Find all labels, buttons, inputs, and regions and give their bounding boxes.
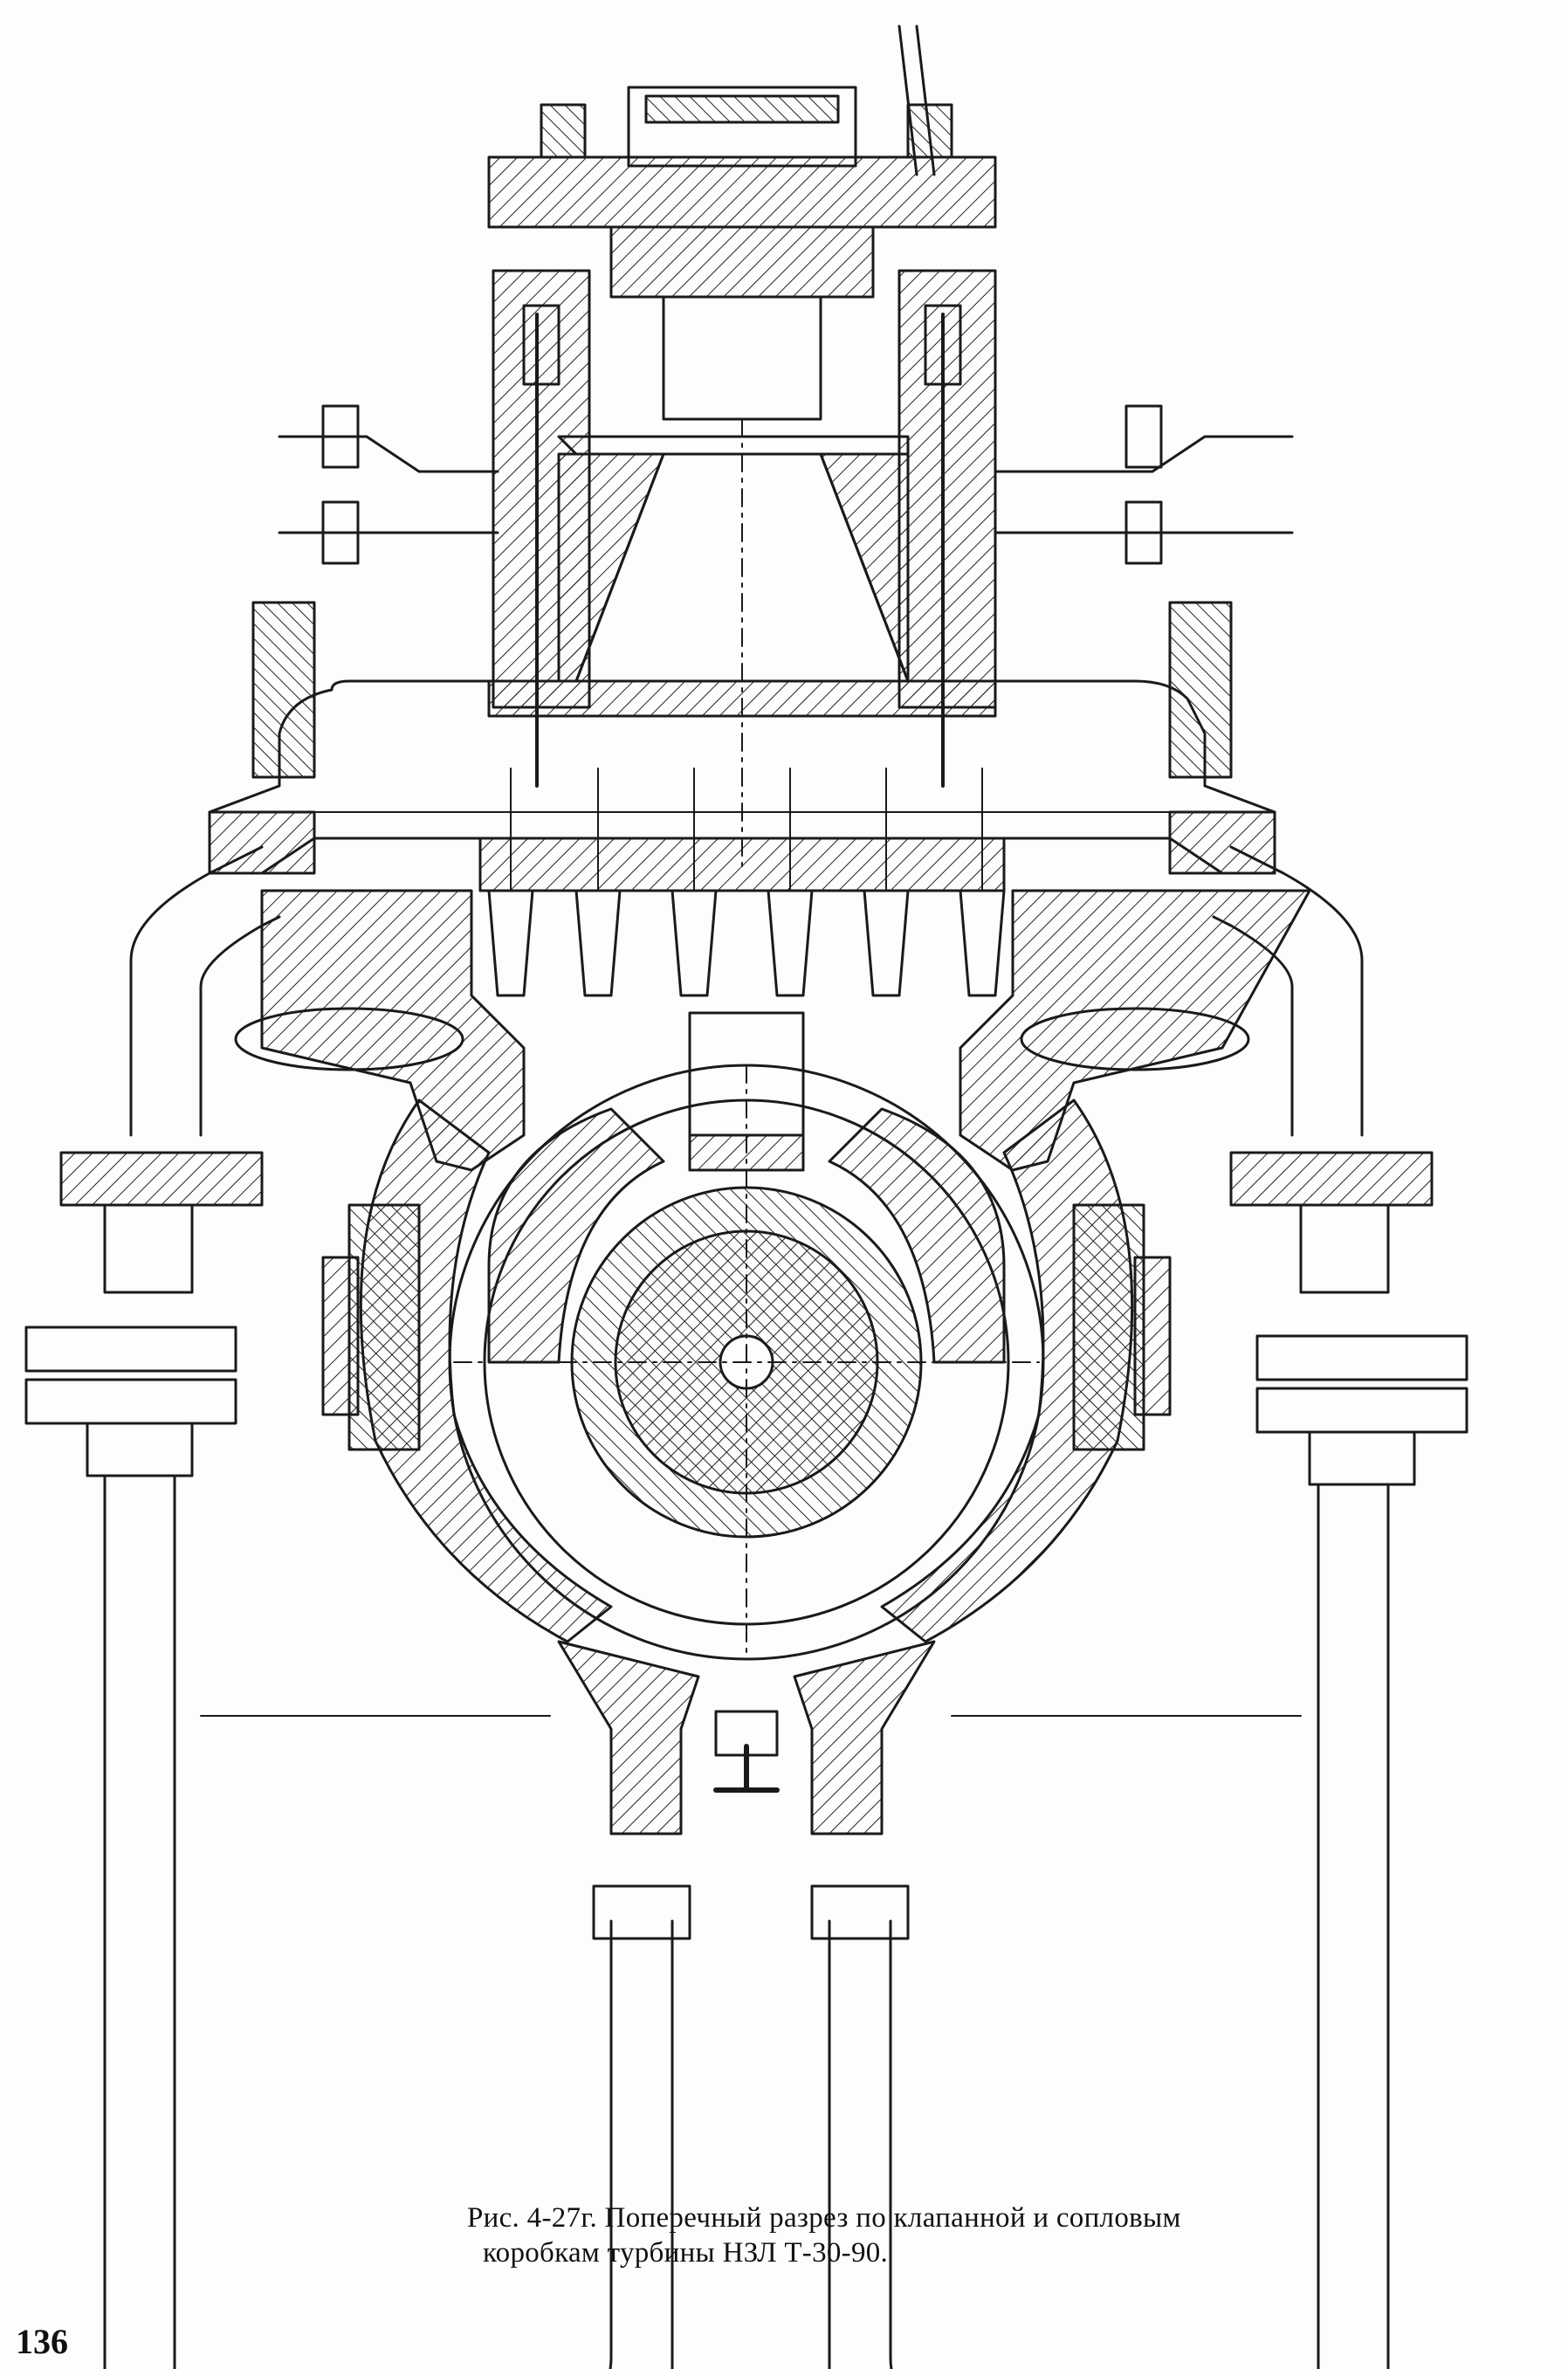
nozzle-valves-row: [478, 768, 1006, 997]
valve-drive-assembly: [487, 24, 997, 421]
impulse-lines: [278, 404, 1294, 565]
valve-chest-cone: [557, 418, 910, 874]
horizontal-joint-bolts: [321, 1203, 1172, 1451]
caption-line-2: коробкам турбины НЗЛ Т-30-90.: [483, 2237, 889, 2269]
bottom-steam-outlets: [200, 1640, 1302, 1835]
right-steam-pipe-loop: [810, 845, 1468, 2369]
rotor-bearing-assembly: [359, 1011, 1134, 1661]
casing-lower-walls: [234, 889, 1311, 1172]
caption-line-1: Рис. 4-27г. Поперечный разрез по клапанн…: [467, 2202, 1181, 2234]
left-steam-pipe-loop: [24, 845, 691, 2369]
page-number: 136: [16, 2322, 68, 2361]
figure-caption: Рис. 4-27г. Поперечный разрез по клапанн…: [467, 2200, 1384, 2270]
